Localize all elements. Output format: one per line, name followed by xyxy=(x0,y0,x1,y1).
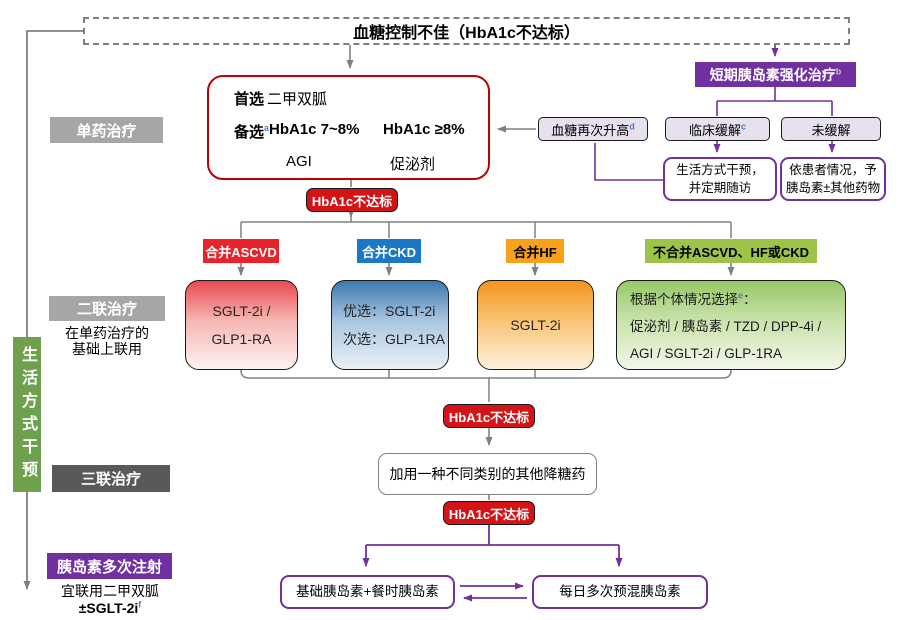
ckd-line1: 优选：SGLT-2i xyxy=(343,303,436,319)
stage-dual-note: 在单药治疗的 基础上联用 xyxy=(65,325,149,357)
glucose-rebound-text: 血糖再次升高d xyxy=(551,121,635,138)
ckd-treatment-box: 优选：SGLT-2i 次选：GLP-1RA xyxy=(331,280,449,370)
footnote-e: e xyxy=(738,290,744,301)
patient-based-box: 依患者情况，予胰岛素±其他药物 xyxy=(780,157,886,201)
hba1c-badge-3-text: HbA1c不达标 xyxy=(448,506,530,522)
chip-hf-text: 合并HF xyxy=(513,244,557,260)
footnote-a: a xyxy=(264,123,270,133)
hf-treatment-text: SGLT-2i xyxy=(510,317,561,333)
clinical-remission-chip: 临床缓解c xyxy=(665,117,770,141)
stage-insulin-text: 胰岛素多次注射 xyxy=(56,558,162,576)
chip-hf: 合并HF xyxy=(506,239,564,263)
stage-insulin-label: 胰岛素多次注射 xyxy=(47,553,172,579)
chip-no-comorbidity-text: 不合并ASCVD、HF或CKD xyxy=(652,244,809,260)
chip-ascvd: 合并ASCVD xyxy=(203,239,279,263)
stage-triple-text: 三联治疗 xyxy=(80,471,141,488)
basal-bolus-text: 基础胰岛素+餐时胰岛素 xyxy=(296,584,439,600)
lifestyle-bar-label: 生活方式干预 xyxy=(19,345,36,484)
hba1c-badge-2: HbA1c不达标 xyxy=(443,404,535,428)
footnote-c: c xyxy=(741,121,747,132)
stage-dual-text: 二联治疗 xyxy=(76,301,137,318)
intensive-insulin-box: 短期胰岛素强化治疗b xyxy=(695,62,856,87)
stage-dual-label: 二联治疗 xyxy=(49,296,165,321)
chip-ckd-text: 合并CKD xyxy=(361,244,417,260)
no-remission-chip: 未缓解 xyxy=(781,117,881,141)
lifestyle-followup-box: 生活方式干预，并定期随访 xyxy=(663,157,777,201)
stage-mono-text: 单药治疗 xyxy=(76,122,137,140)
hf-treatment-box: SGLT-2i xyxy=(477,280,594,370)
chip-ckd: 合并CKD xyxy=(357,239,421,263)
hba1c-range-1: HbA1c 7~8% xyxy=(269,121,360,138)
individualized-treatment-box: 根据个体情况选择e： 促泌剂 / 胰岛素 / TZD / DPP-4i / AG… xyxy=(616,280,846,370)
sglt2i-note: ±SGLT-2if xyxy=(78,599,142,616)
no-remission-text: 未缓解 xyxy=(811,122,851,138)
secretagogue-drug: 促泌剂 xyxy=(390,156,436,173)
ascvd-treatment-box: SGLT-2i /GLP1-RA xyxy=(185,280,298,370)
clinical-remission-text: 临床缓解c xyxy=(688,121,747,138)
agi-drug: AGI xyxy=(286,153,312,170)
hba1c-range-2: HbA1c ≥8% xyxy=(383,121,465,138)
ascvd-treatment-text: SGLT-2i /GLP1-RA xyxy=(211,303,272,347)
stage-triple-label: 三联治疗 xyxy=(52,465,170,492)
individualized-line2: 促泌剂 / 胰岛素 / TZD / DPP-4i / xyxy=(630,319,822,334)
stage-monotherapy-label: 单药治疗 xyxy=(50,117,163,143)
hba1c-badge-3: HbA1c不达标 xyxy=(443,501,535,525)
chip-ascvd-text: 合并ASCVD xyxy=(205,244,277,260)
hba1c-badge-2-text: HbA1c不达标 xyxy=(448,409,530,425)
basal-bolus-box: 基础胰岛素+餐时胰岛素 xyxy=(280,575,455,609)
lifestyle-followup-text: 生活方式干预，并定期随访 xyxy=(676,162,764,195)
stage-insulin-note: 宜联用二甲双胍 ±SGLT-2if xyxy=(61,583,159,616)
alternative-label: 备选a xyxy=(234,123,270,142)
title-box: 血糖控制不佳（HbA1c不达标） xyxy=(83,17,850,45)
chip-no-comorbidity: 不合并ASCVD、HF或CKD xyxy=(645,239,817,263)
preferred-label: 首选 xyxy=(234,91,265,108)
triple-therapy-text: 加用一种不同类别的其他降糖药 xyxy=(389,466,586,482)
page-title: 血糖控制不佳（HbA1c不达标） xyxy=(353,25,580,42)
first-line-therapy-box: 首选 二甲双胍 备选a HbA1c 7~8% HbA1c ≥8% AGI 促泌剂 xyxy=(207,75,490,180)
footnote-b: b xyxy=(835,65,842,76)
triple-therapy-box: 加用一种不同类别的其他降糖药 xyxy=(378,453,597,495)
glucose-rebound-chip: 血糖再次升高d xyxy=(538,117,648,141)
ckd-line2: 次选：GLP-1RA xyxy=(343,331,445,347)
hba1c-badge-1: HbA1c不达标 xyxy=(306,188,398,212)
lifestyle-intervention-bar: 生活方式干预 xyxy=(13,337,41,492)
individualized-line1: 根据个体情况选择e： xyxy=(630,290,757,307)
patient-based-text: 依患者情况，予胰岛素±其他药物 xyxy=(785,162,881,195)
premixed-insulin-text: 每日多次预混胰岛素 xyxy=(559,584,681,600)
individualized-line3: AGI / SGLT-2i / GLP-1RA xyxy=(630,346,783,361)
preferred-drug: 二甲双胍 xyxy=(267,91,328,108)
footnote-d: d xyxy=(629,121,635,132)
footnote-f: f xyxy=(138,599,142,610)
hba1c-badge-1-text: HbA1c不达标 xyxy=(311,193,393,209)
premixed-insulin-box: 每日多次预混胰岛素 xyxy=(532,575,708,609)
intensive-insulin-text: 短期胰岛素强化治疗b xyxy=(709,65,842,83)
